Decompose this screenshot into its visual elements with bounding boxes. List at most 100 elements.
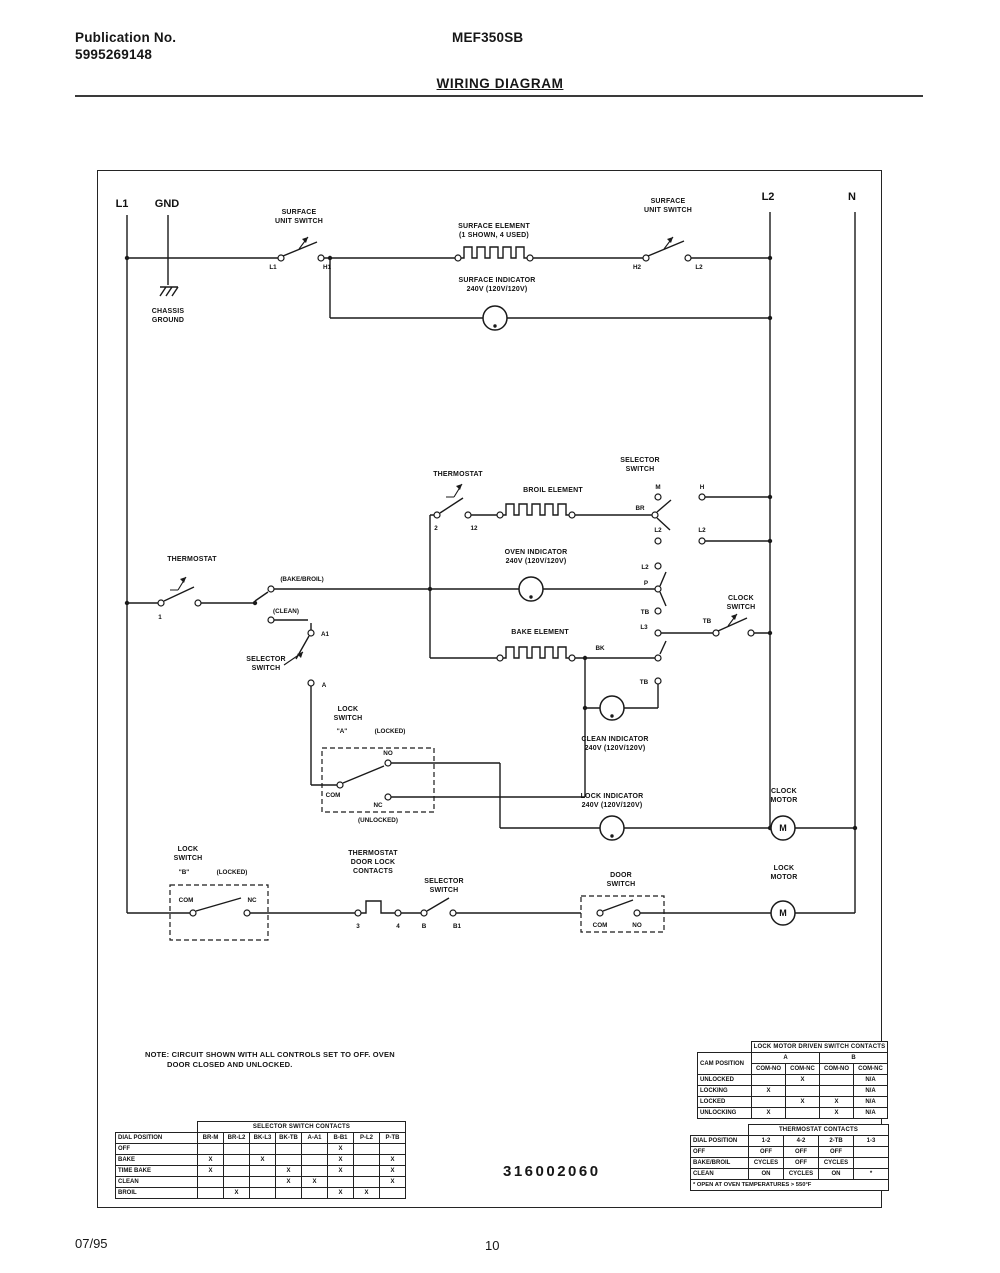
surface-switch-right-label: UNIT SWITCH bbox=[644, 207, 692, 214]
table-cell bbox=[751, 1096, 786, 1108]
table-cell bbox=[197, 1143, 224, 1155]
table-cell bbox=[223, 1176, 250, 1188]
table-row: SELECTOR SWITCH CONTACTS bbox=[115, 1121, 406, 1133]
table-cell: X bbox=[327, 1143, 354, 1155]
terminal-label: NC bbox=[247, 897, 257, 904]
terminal-label: H bbox=[700, 484, 705, 491]
row-label: UNLOCKING bbox=[697, 1107, 752, 1119]
table-cell bbox=[353, 1154, 380, 1166]
surface-element-symbol bbox=[461, 246, 527, 259]
lock-switch-a-unlocked-label: (UNLOCKED) bbox=[358, 817, 398, 824]
table-row: LOCK MOTOR DRIVEN SWITCH CONTACTS bbox=[697, 1041, 889, 1053]
column-header: 1-2 bbox=[748, 1135, 784, 1147]
table-cell: X bbox=[327, 1187, 354, 1199]
table-footnote: * OPEN AT OVEN TEMPERATURES > 550°F bbox=[689, 1179, 890, 1191]
row-label: OFF bbox=[690, 1146, 749, 1158]
center-thermostat-label: THERMOSTAT bbox=[433, 471, 483, 478]
selector-switch-right-label: SWITCH bbox=[626, 466, 655, 473]
table-cell: OFF bbox=[783, 1146, 819, 1158]
table-cell bbox=[353, 1143, 380, 1155]
terminal-label: 3 bbox=[356, 923, 360, 930]
table-cell: CYCLES bbox=[748, 1157, 784, 1169]
table-cell bbox=[249, 1176, 276, 1188]
table-cell: OFF bbox=[818, 1146, 854, 1158]
header-rule bbox=[75, 95, 923, 97]
row-label: UNLOCKED bbox=[697, 1074, 752, 1086]
table-row: THERMOSTAT CONTACTS bbox=[690, 1124, 890, 1136]
lock-switch-b-locked-label: (LOCKED) bbox=[217, 869, 248, 876]
row-label: BAKE bbox=[115, 1154, 198, 1166]
table-cell: X bbox=[197, 1154, 224, 1166]
terminal-label: M bbox=[655, 484, 660, 491]
terminal-label: NC bbox=[373, 802, 383, 809]
table-cell: OFF bbox=[783, 1157, 819, 1169]
column-header: BR-L2 bbox=[223, 1132, 250, 1144]
label-gnd: GND bbox=[155, 198, 180, 210]
clock-switch-label: SWITCH bbox=[727, 604, 756, 611]
surface-element-label: SURFACE ELEMENT bbox=[458, 223, 530, 230]
clock-motor-label: CLOCK bbox=[771, 788, 797, 795]
table-cell bbox=[275, 1143, 302, 1155]
clock-motor-label: MOTOR bbox=[771, 797, 798, 804]
surface-indicator-label: SURFACE INDICATOR bbox=[458, 277, 535, 284]
broil-element-symbol bbox=[503, 503, 569, 516]
row-label: LOCKING bbox=[697, 1085, 752, 1097]
note-line: DOOR CLOSED AND UNLOCKED. bbox=[167, 1060, 293, 1069]
table-cell bbox=[223, 1143, 250, 1155]
table-row: OFF X bbox=[115, 1143, 406, 1155]
table-cell: N/A bbox=[852, 1096, 889, 1108]
table-cell: X bbox=[785, 1096, 820, 1108]
table-cell bbox=[785, 1085, 820, 1097]
table-cell: CYCLES bbox=[818, 1157, 854, 1169]
column-header: BK-L3 bbox=[249, 1132, 276, 1144]
column-header: COM-NC bbox=[785, 1063, 820, 1075]
column-header: BR-M bbox=[197, 1132, 224, 1144]
page-title: WIRING DIAGRAM bbox=[436, 76, 564, 91]
table-cell: X bbox=[379, 1176, 406, 1188]
row-label: BAKE/BROIL bbox=[690, 1157, 749, 1169]
oven-indicator-lamp bbox=[518, 576, 544, 602]
terminal-label: BR bbox=[635, 505, 645, 512]
table-cell bbox=[819, 1085, 854, 1097]
label-l1: L1 bbox=[116, 198, 129, 210]
terminal-label: B bbox=[422, 923, 427, 930]
table-cell bbox=[301, 1143, 328, 1155]
column-header: BK-TB bbox=[275, 1132, 302, 1144]
lock-switch-b-label: LOCK bbox=[178, 846, 199, 853]
table-cell: X bbox=[353, 1187, 380, 1199]
table-title: LOCK MOTOR DRIVEN SWITCH CONTACTS bbox=[750, 1041, 889, 1053]
terminal-label: COM bbox=[593, 922, 608, 929]
terminal-label: B1 bbox=[453, 923, 462, 930]
column-group-header: B bbox=[818, 1052, 889, 1064]
part-number: 316002060 bbox=[503, 1163, 601, 1180]
lock-motor-label: LOCK bbox=[774, 865, 795, 872]
selector-switch-left-label: SWITCH bbox=[252, 665, 281, 672]
row-label: BROIL bbox=[115, 1187, 198, 1199]
table-cell: N/A bbox=[852, 1074, 889, 1086]
footer-date: 07/95 bbox=[75, 1236, 108, 1251]
broil-element-label: BROIL ELEMENT bbox=[523, 487, 583, 494]
table-cell: X bbox=[197, 1165, 224, 1177]
door-lock-contacts-label: CONTACTS bbox=[353, 868, 393, 875]
column-header: COM-NC bbox=[852, 1063, 889, 1075]
surface-switch-right-label: SURFACE bbox=[651, 198, 686, 205]
table-cell: X bbox=[819, 1096, 854, 1108]
table-cell: X bbox=[327, 1165, 354, 1177]
table-cell: X bbox=[223, 1187, 250, 1199]
terminal-label: A bbox=[322, 682, 327, 689]
circuit-wires bbox=[126, 212, 856, 914]
footer-page-number: 10 bbox=[485, 1238, 500, 1253]
label-n: N bbox=[848, 191, 856, 203]
selector-switch-bottom-label: SELECTOR bbox=[424, 878, 464, 885]
column-header: COM-NO bbox=[751, 1063, 786, 1075]
row-label: LOCKED bbox=[697, 1096, 752, 1108]
surface-switch-left-label: UNIT SWITCH bbox=[275, 218, 323, 225]
row-label: OFF bbox=[115, 1143, 198, 1155]
label-l2: L2 bbox=[762, 191, 775, 203]
